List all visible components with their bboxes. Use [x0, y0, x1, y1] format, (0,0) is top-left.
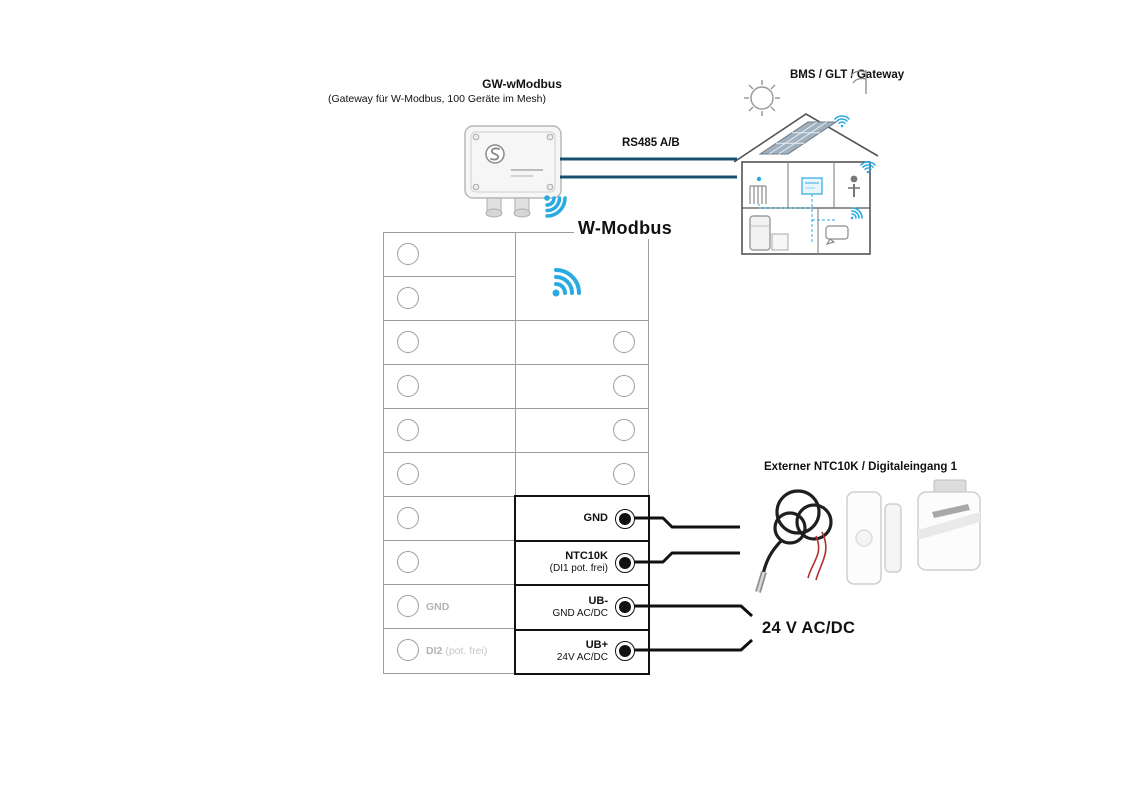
ub-minus-wire: [634, 604, 754, 618]
terminal-label: GND: [583, 511, 608, 524]
terminal-sublabel: (DI1 pot. frei): [549, 563, 608, 575]
terminal-cell: [384, 277, 516, 321]
wind-vane-icon: [850, 70, 867, 94]
terminal-sublabel: GND AC/DC: [552, 607, 608, 619]
terminal-circle: [397, 507, 419, 529]
terminal-block: GND DI2(pot. frei) GND: [383, 232, 650, 675]
terminal-circle: [613, 463, 635, 485]
terminal-cell: [516, 409, 648, 453]
terminal-circle: [397, 595, 419, 617]
terminal-label: UB+: [585, 639, 608, 652]
gateway-device-illustration: [464, 125, 567, 218]
terminal-cell-ub-minus: UB- GND AC/DC: [516, 586, 648, 631]
terminal-cell-ntc10k: NTC10K (DI1 pot. frei): [516, 542, 648, 586]
device-title: GW-wModbus: [482, 77, 562, 91]
ntc10k-terminal-dot: [615, 553, 635, 573]
device-wifi-icon: [544, 195, 567, 218]
device-body: [464, 125, 562, 199]
terminal-cell: [384, 233, 516, 277]
terminal-cell: [384, 365, 516, 409]
ub-plus-terminal-dot: [615, 641, 635, 661]
screw-icon: [546, 133, 554, 141]
terminal-circle: [397, 639, 419, 661]
external-sensor-label: Externer NTC10K / Digitaleingang 1: [764, 461, 957, 473]
terminal-circle: [613, 419, 635, 441]
thermostat-panel-icon: [801, 177, 823, 195]
wmodbus-label: W-Modbus: [574, 218, 677, 239]
terminal-cell: [516, 365, 648, 409]
terminal-cell: [384, 541, 516, 585]
terminal-cell: [384, 321, 516, 365]
key-card-switch-icon: [917, 479, 981, 571]
terminal-sublabel: 24V AC/DC: [556, 652, 608, 664]
bms-building-illustration: [733, 70, 879, 255]
di2-label: DI2(pot. frei): [426, 645, 488, 657]
screw-icon: [546, 183, 554, 191]
terminal-circle: [397, 331, 419, 353]
terminal-label: UB-: [588, 594, 608, 607]
terminal-cell-gnd: GND: [384, 585, 516, 629]
terminal-cell: [384, 453, 516, 497]
power-supply-label: 24 V AC/DC: [762, 619, 856, 637]
speech-bubble-device-icon: [825, 225, 849, 245]
terminal-circle: [397, 551, 419, 573]
terminal-circle: [397, 375, 419, 397]
terminal-circle: [397, 287, 419, 309]
terminal-cell: [516, 453, 648, 497]
terminal-circle: [613, 375, 635, 397]
wmodbus-wifi-icon: [552, 268, 581, 297]
ub-plus-wire: [634, 638, 754, 652]
terminal-cell: [516, 321, 648, 365]
solar-panel-icon: [758, 121, 838, 155]
bms-label: BMS / GLT / Gateway: [790, 69, 905, 81]
terminal-circle: [397, 243, 419, 265]
gnd-left-label: GND: [426, 600, 450, 613]
network-links: [758, 194, 836, 244]
rs485-label: RS485 A/B: [622, 137, 680, 149]
terminal-cell-ub-plus: UB+ 24V AC/DC: [516, 631, 648, 674]
gnd-terminal-dot: [615, 509, 635, 529]
boiler-icon: [749, 215, 789, 251]
terminal-cell-di2: DI2(pot. frei): [384, 629, 516, 673]
roof-wifi-icon: [834, 115, 850, 129]
sun-icon: [744, 80, 780, 116]
wifi-cell: [516, 233, 648, 321]
sensor-products-illustration: [755, 479, 981, 593]
terminal-label: NTC10K: [565, 550, 608, 563]
ub-minus-terminal-dot: [615, 597, 635, 617]
roof: [733, 113, 879, 163]
terminal-cell-gnd-wire: GND: [516, 497, 648, 542]
terminal-circle: [397, 419, 419, 441]
di2-note: (pot. frei): [445, 645, 488, 657]
rs485-wires: [560, 157, 737, 179]
screw-icon: [472, 133, 480, 141]
terminal-circle: [397, 463, 419, 485]
person-icon: [848, 175, 860, 197]
screw-icon: [472, 183, 480, 191]
door-contact-icon: [846, 491, 902, 585]
ntc-probe-icon: [755, 489, 833, 593]
cable-gland-icon: [485, 197, 531, 218]
terminal-circle: [613, 331, 635, 353]
radiator-icon: [749, 176, 767, 204]
device-subtitle: (Gateway für W-Modbus, 100 Geräte im Mes…: [327, 93, 547, 105]
terminal-cell: [384, 497, 516, 541]
terminal-cell: [384, 409, 516, 453]
